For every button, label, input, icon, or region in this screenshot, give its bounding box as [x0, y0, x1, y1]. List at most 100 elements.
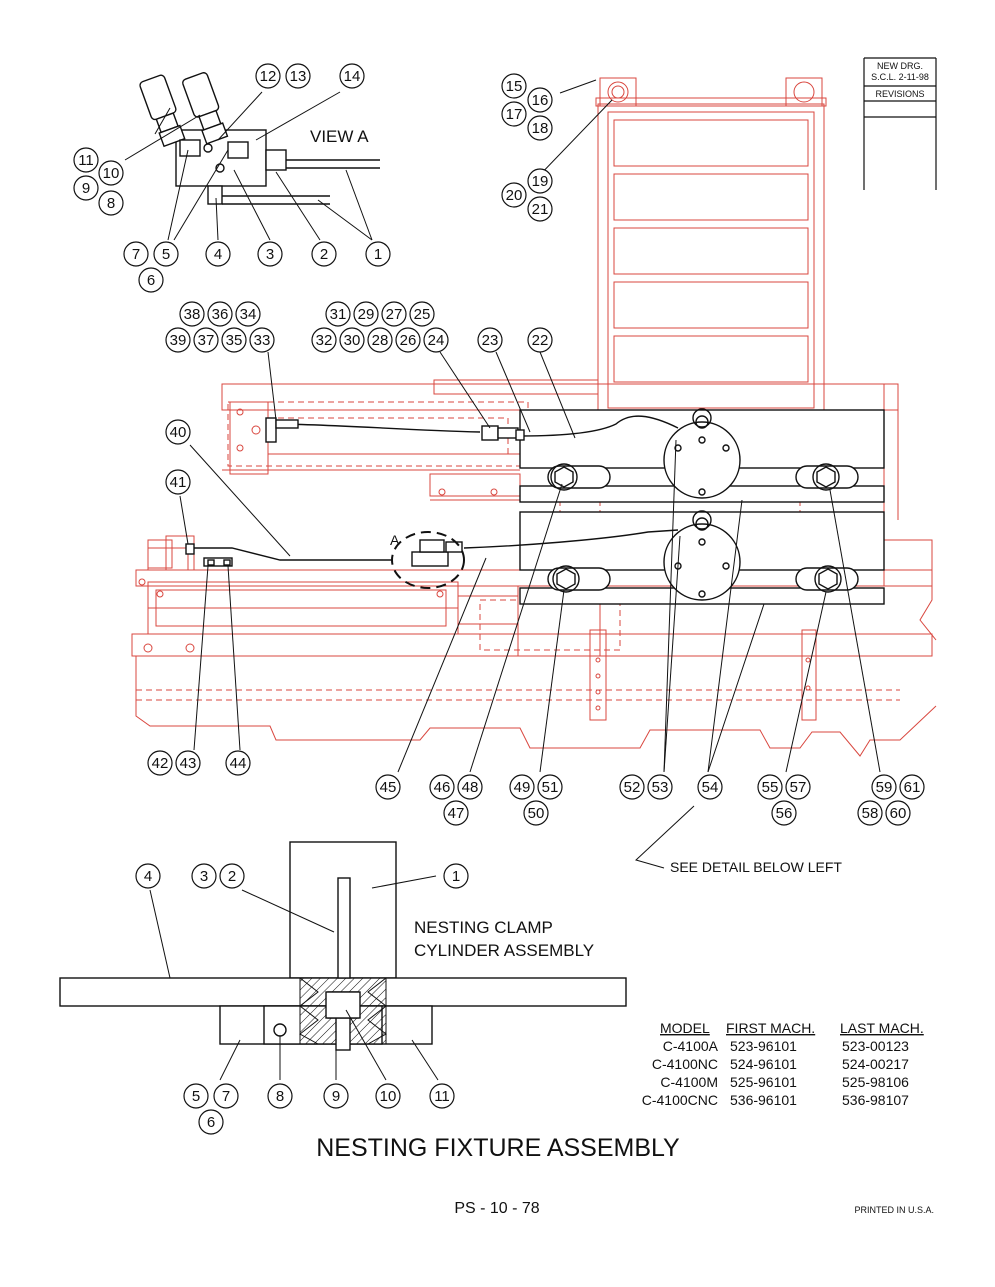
svg-text:7: 7: [222, 1088, 230, 1105]
callout-balloon: 44: [225, 750, 251, 776]
callout-balloon: 39: [165, 327, 191, 353]
callout-balloon: 20: [501, 182, 527, 208]
svg-text:11: 11: [78, 152, 94, 169]
callout-balloon: 4: [205, 241, 231, 267]
callout-balloon: 50: [523, 800, 549, 826]
callout-balloon: 30: [339, 327, 365, 353]
svg-text:47: 47: [448, 805, 465, 822]
svg-text:32: 32: [316, 332, 333, 349]
svg-text:5: 5: [162, 246, 170, 263]
model-table: MODEL FIRST MACH. LAST MACH. C-4100A 523…: [642, 1020, 924, 1108]
callout-balloon: 49: [509, 774, 535, 800]
svg-text:26: 26: [400, 332, 417, 349]
callout-balloon: 47: [443, 800, 469, 826]
svg-text:2: 2: [228, 868, 236, 885]
view-a-marker: A: [390, 532, 400, 548]
callout-balloon: 26: [395, 327, 421, 353]
svg-text:3: 3: [266, 246, 274, 263]
callout-balloon: 23: [477, 327, 503, 353]
svg-text:58: 58: [862, 805, 879, 822]
svg-text:9: 9: [82, 180, 90, 197]
view-a-detail: VIEW A: [139, 72, 380, 205]
nesting-clamp-detail: NESTING CLAMP CYLINDER ASSEMBLY: [59, 841, 627, 1081]
printed-note: PRINTED IN U.S.A.: [854, 1205, 934, 1215]
callout-balloon: 42: [147, 750, 173, 776]
revision-line-3: REVISIONS: [875, 89, 924, 99]
svg-text:46: 46: [434, 779, 451, 796]
callout-balloon: 54: [697, 774, 723, 800]
callout-balloon: 59: [871, 774, 897, 800]
svg-text:5: 5: [192, 1088, 200, 1105]
main-title: NESTING FIXTURE ASSEMBLY: [316, 1134, 680, 1162]
callout-balloon: 27: [381, 301, 407, 327]
callout-balloon: 37: [193, 327, 219, 353]
callout-balloon: 6: [198, 1109, 224, 1135]
callout-balloon: 36: [207, 301, 233, 327]
callout-balloon: 32: [311, 327, 337, 353]
svg-text:4: 4: [144, 868, 152, 885]
svg-text:24: 24: [428, 332, 445, 349]
callout-balloon: 7: [213, 1083, 239, 1109]
svg-text:48: 48: [462, 779, 479, 796]
callout-balloon: 9: [323, 1083, 349, 1109]
svg-text:33: 33: [254, 332, 271, 349]
callout-balloon: 61: [899, 774, 925, 800]
callout-balloon: 1: [443, 863, 469, 889]
callout-balloon: 43: [175, 750, 201, 776]
svg-text:39: 39: [170, 332, 187, 349]
callout-balloon: 60: [885, 800, 911, 826]
table-cell: 523-00123: [842, 1038, 909, 1054]
callout-balloon: 5: [183, 1083, 209, 1109]
callout-balloon: 19: [527, 168, 553, 194]
callout-balloon: 29: [353, 301, 379, 327]
callout-balloon: 8: [98, 190, 124, 216]
callout-balloon: 52: [619, 774, 645, 800]
callout-balloon: 40: [165, 419, 191, 445]
callout-balloon: 21: [527, 196, 553, 222]
svg-text:22: 22: [532, 332, 549, 349]
svg-text:35: 35: [226, 332, 243, 349]
svg-text:59: 59: [876, 779, 893, 796]
svg-text:42: 42: [152, 755, 169, 772]
svg-text:3: 3: [200, 868, 208, 885]
svg-text:19: 19: [532, 173, 549, 190]
svg-text:6: 6: [207, 1114, 215, 1131]
table-cell: C-4100A: [663, 1038, 719, 1054]
table-cell: 525-96101: [730, 1074, 797, 1090]
svg-text:28: 28: [372, 332, 389, 349]
callout-balloon: 10: [375, 1083, 401, 1109]
svg-text:60: 60: [890, 805, 907, 822]
svg-text:12: 12: [260, 68, 277, 85]
callout-balloon: 33: [249, 327, 275, 353]
svg-text:38: 38: [184, 306, 201, 323]
detail-title-1: NESTING CLAMP: [414, 918, 553, 937]
revision-line-2: S.C.L. 2-11-98: [871, 72, 929, 82]
svg-text:9: 9: [332, 1088, 340, 1105]
svg-text:41: 41: [170, 474, 187, 491]
svg-text:6: 6: [147, 272, 155, 289]
svg-text:53: 53: [652, 779, 669, 796]
callout-balloon: 35: [221, 327, 247, 353]
callout-balloon: 17: [501, 101, 527, 127]
callout-balloon: 38: [179, 301, 205, 327]
clamp-assembly: A: [185, 408, 885, 605]
svg-text:2: 2: [320, 246, 328, 263]
callout-balloon: 53: [647, 774, 673, 800]
callout-balloon: 31: [325, 301, 351, 327]
svg-text:61: 61: [904, 779, 921, 796]
callout-balloon: 2: [311, 241, 337, 267]
table-cell: C-4100NC: [652, 1056, 718, 1072]
svg-text:44: 44: [230, 755, 247, 772]
svg-text:8: 8: [107, 195, 115, 212]
revision-box: NEW DRG. S.C.L. 2-11-98 REVISIONS: [863, 57, 937, 190]
svg-text:36: 36: [212, 306, 229, 323]
callout-balloon: 1: [365, 241, 391, 267]
callout-balloon: 11: [429, 1083, 455, 1109]
svg-text:51: 51: [542, 779, 559, 796]
view-a-label: VIEW A: [310, 127, 369, 146]
table-cell: 524-96101: [730, 1056, 797, 1072]
callout-balloon: 34: [235, 301, 261, 327]
callout-balloon: 55: [757, 774, 783, 800]
svg-text:31: 31: [330, 306, 347, 323]
